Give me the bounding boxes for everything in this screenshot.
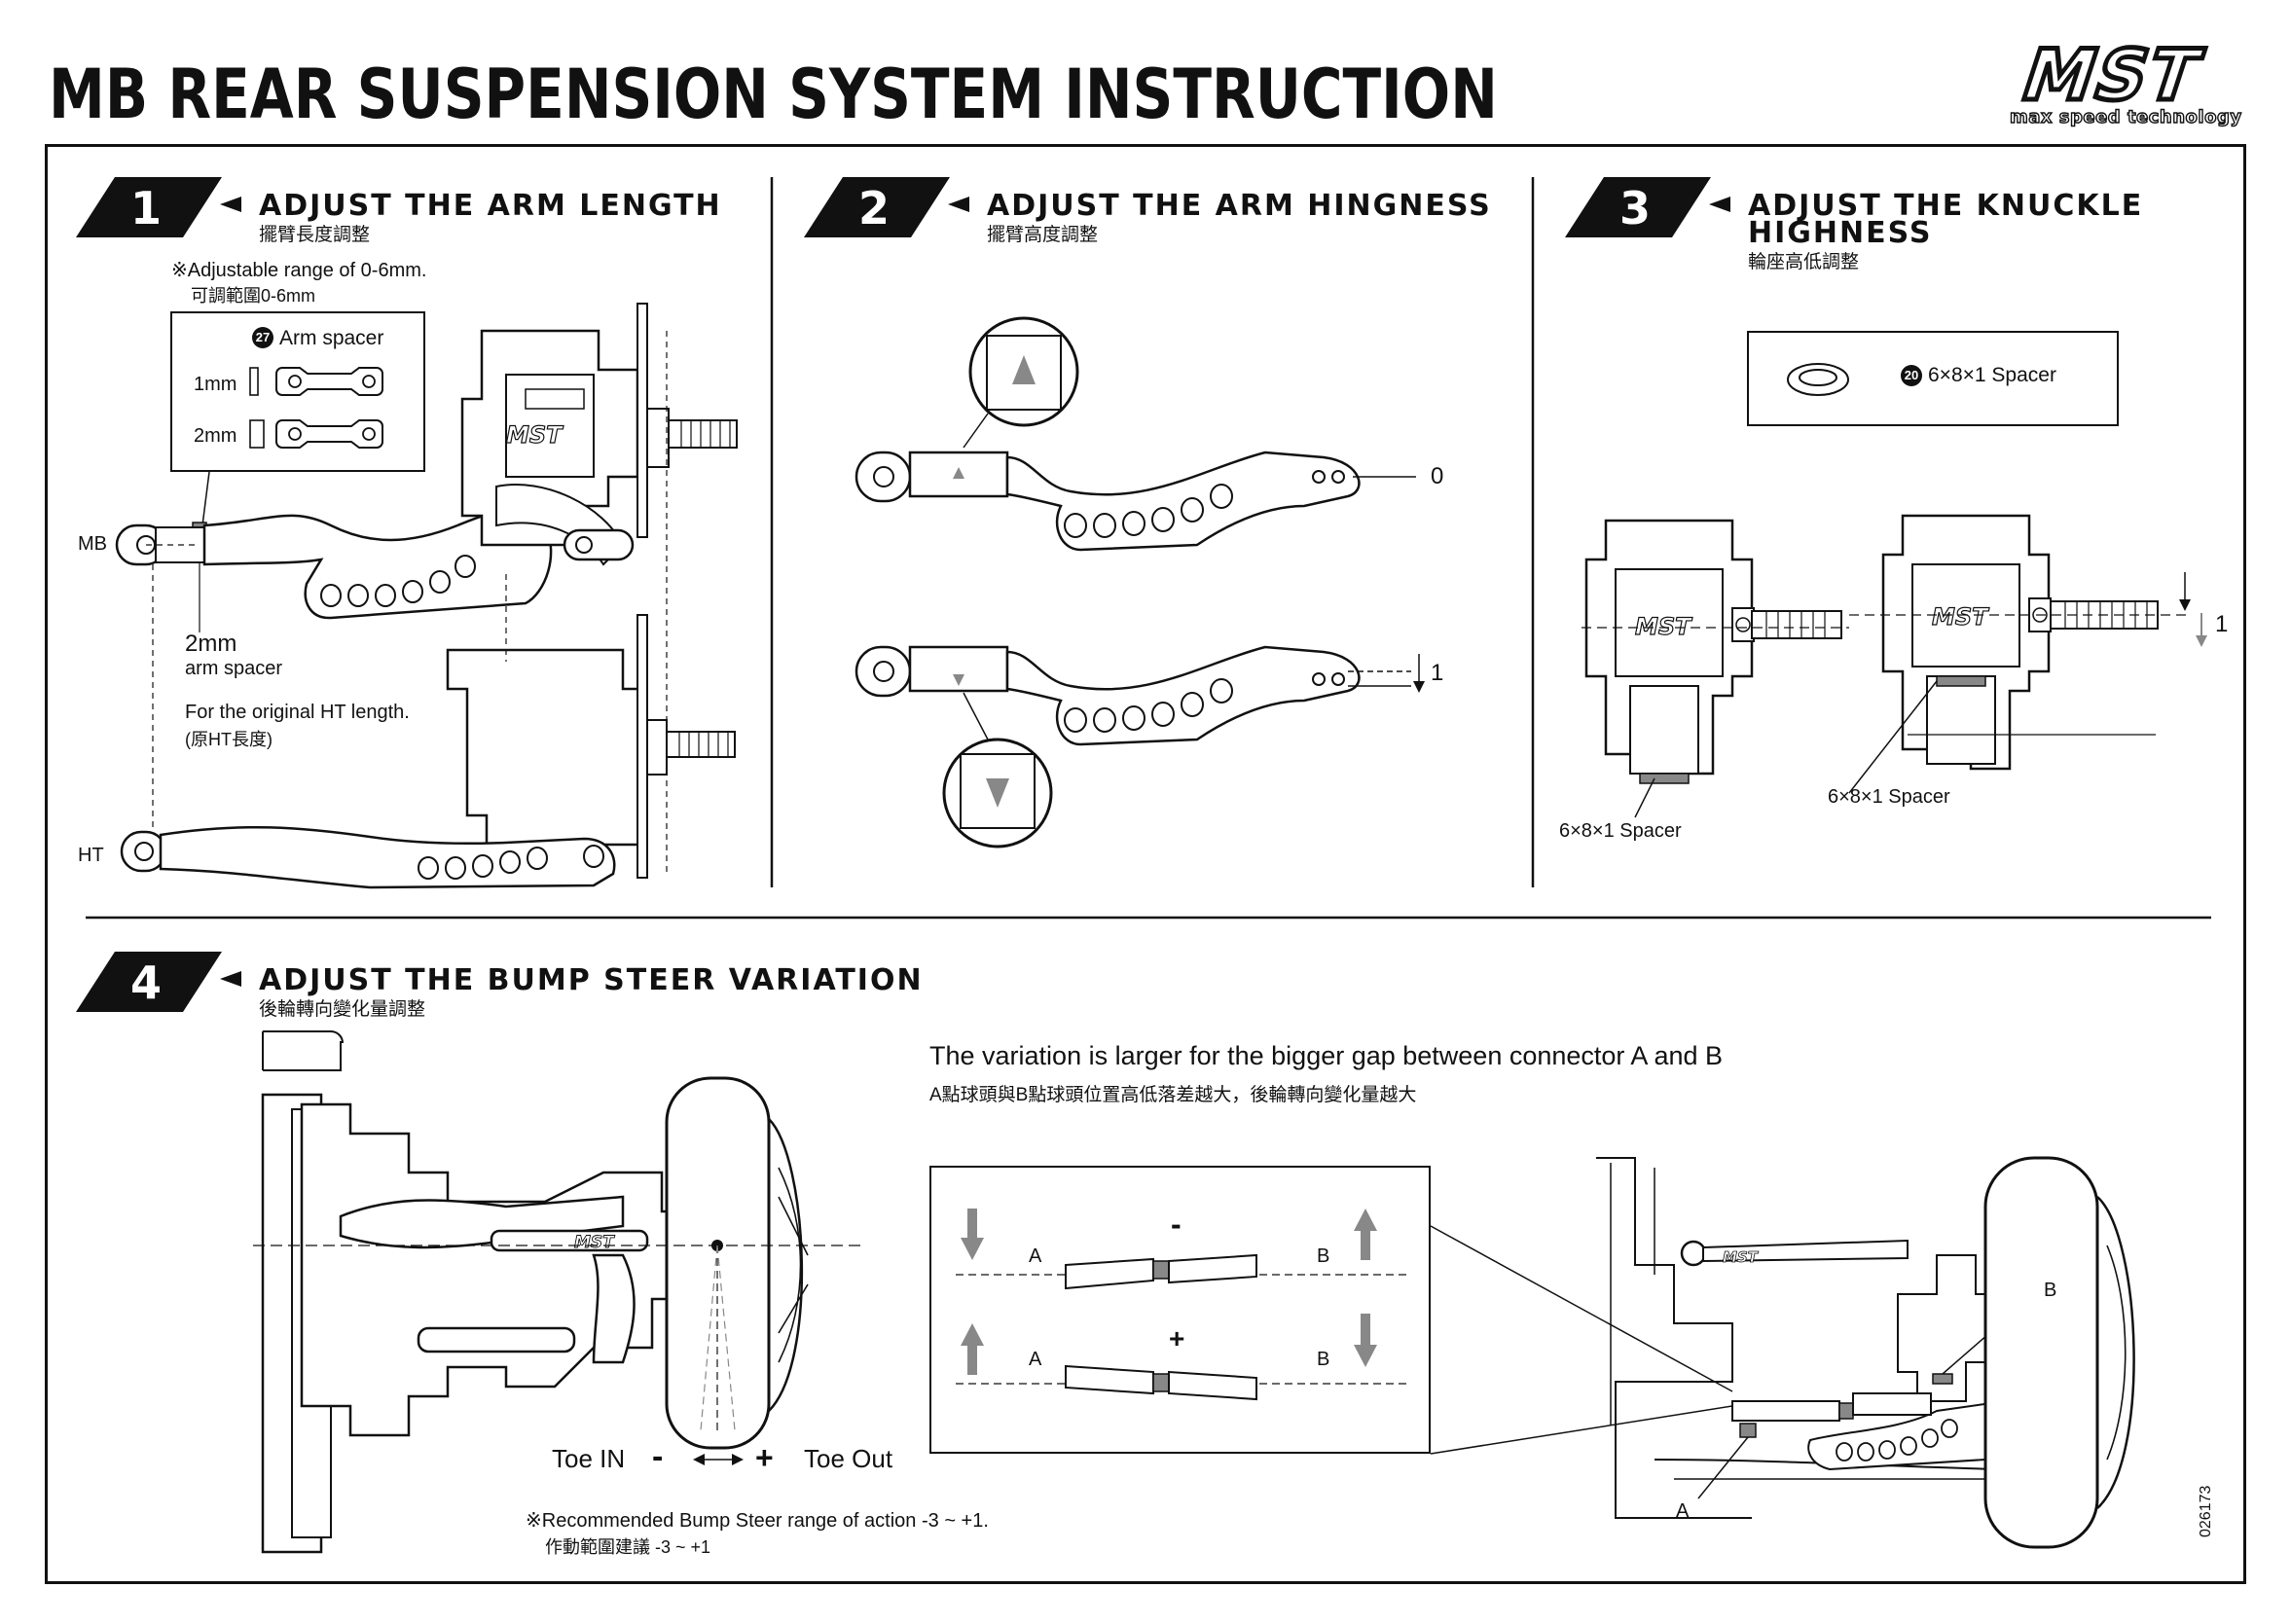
step-1-number: 1 [130,182,162,235]
step-4-perspective-view: MST [1596,1156,2135,1549]
knuckle-logo-1: MST [506,421,564,449]
range-note: ※Adjustable range of 0-6mm. [171,260,427,281]
spacer-part-name: 6×8×1 Spacer [1928,364,2056,386]
mb-label: MB [78,533,107,555]
part-badge: 27 [252,327,273,348]
step-3-drawing: MST MST [1582,514,2207,818]
step-2-drawing [855,316,1425,848]
detail-drawing [956,1209,1408,1401]
arm-spacer-label: Arm spacer [279,327,384,349]
part-badge-20: 20 [1901,365,1922,386]
step-4-subheading: 後輪轉向變化量調整 [259,999,426,1020]
step-3-badge: 3 [1565,177,1711,237]
knuckle-logo-left: MST [1635,613,1692,640]
detail-plus: + [1169,1323,1185,1353]
knuckle-logo-right: MST [1932,603,1989,631]
detail-a-bottom: A [1029,1349,1042,1370]
original-note: For the original HT length. [185,702,410,723]
arm-logo-top: MST [574,1233,615,1252]
perspective-a: A [1676,1500,1690,1522]
toe-out-label: Toe Out [804,1444,893,1473]
hingness-value-0: 0 [1431,463,1444,489]
step-3-subheading: 輪座高低調整 [1748,252,1860,272]
detail-b-top: B [1317,1245,1330,1267]
mst-logo: MST max speed technology [2009,32,2242,127]
perspective-b: B [2044,1280,2057,1301]
variation-note: The variation is larger for the bigger g… [929,1041,1724,1070]
step-3-arrow-icon [1709,197,1730,212]
bump-steer-detail-box: - + A B A B [929,1166,1431,1454]
spacer-callout-right: 6×8×1 Spacer [1828,786,1950,808]
doc-code: 026173 [2198,1485,2214,1537]
step-2-subheading: 擺臂高度調整 [987,225,1099,245]
step-3-heading-line2: HIGHNESS [1748,216,1933,250]
spacer-value: 2mm [185,631,237,657]
spacer-callout-left: 6×8×1 Spacer [1559,820,1682,842]
size-2mm-label: 2mm [194,425,237,447]
step-1-subheading: 擺臂長度調整 [259,225,371,245]
step-1-badge: 1 [76,177,222,237]
step-4-heading: ADJUST THE BUMP STEER VARIATION [259,963,924,997]
range-note-cn: 可調範圍0-6mm [191,286,316,306]
step-3-heading-line1: ADJUST THE KNUCKLE [1748,189,2144,223]
recommend-note: ※Recommended Bump Steer range of action … [526,1510,989,1532]
step-1-drawing: MST [115,303,738,889]
detail-a-top: A [1029,1245,1042,1267]
step-2-badge: 2 [804,177,950,237]
size-1mm-label: 1mm [194,374,237,395]
spacer-label: arm spacer [185,658,283,679]
content-frame [45,144,2246,1584]
step-1-heading: ADJUST THE ARM LENGTH [259,189,722,223]
step-3-number: 3 [1619,182,1651,235]
toe-in-label: Toe IN [552,1444,626,1473]
spacer-shapes [249,367,383,449]
detail-b-bottom: B [1317,1349,1330,1370]
arm-logo-perspective: MST [1723,1248,1760,1266]
washer-icon [1787,363,1849,396]
arm-spacer-callout: 27 Arm spacer 1mm 2mm [170,311,425,472]
ht-label: HT [78,845,104,866]
recommend-note-cn: 作動範圍建議 -3 ~ +1 [545,1537,711,1557]
hingness-value-1: 1 [1431,660,1444,686]
original-note-cn: (原HT長度) [185,730,273,749]
step-2-arrow-icon [948,197,969,212]
logo-mark: MST [2012,35,2212,117]
toe-plus: + [755,1440,774,1475]
step-2-heading: ADJUST THE ARM HINGNESS [987,189,1492,223]
knuckle-value-1: 1 [2215,611,2229,637]
step-4-number: 4 [130,956,162,1009]
spacer-part-callout: 20 6×8×1 Spacer [1747,331,2119,426]
logo-tagline: max speed technology [2010,107,2242,127]
step-4-arrow-icon [220,971,241,987]
step-4-top-view: MST [253,1030,866,1554]
step-2-number: 2 [858,182,890,235]
variation-note-cn: A點球頭與B點球頭位置高低落差越大，後輪轉向變化量越大 [929,1085,1417,1105]
step-4-badge: 4 [76,952,222,1012]
page-title: MB REAR SUSPENSION SYSTEM INSTRUCTION [49,54,1498,134]
toe-minus: - [652,1438,664,1475]
detail-minus: - [1171,1207,1182,1242]
step-1-arrow-icon [220,197,241,212]
